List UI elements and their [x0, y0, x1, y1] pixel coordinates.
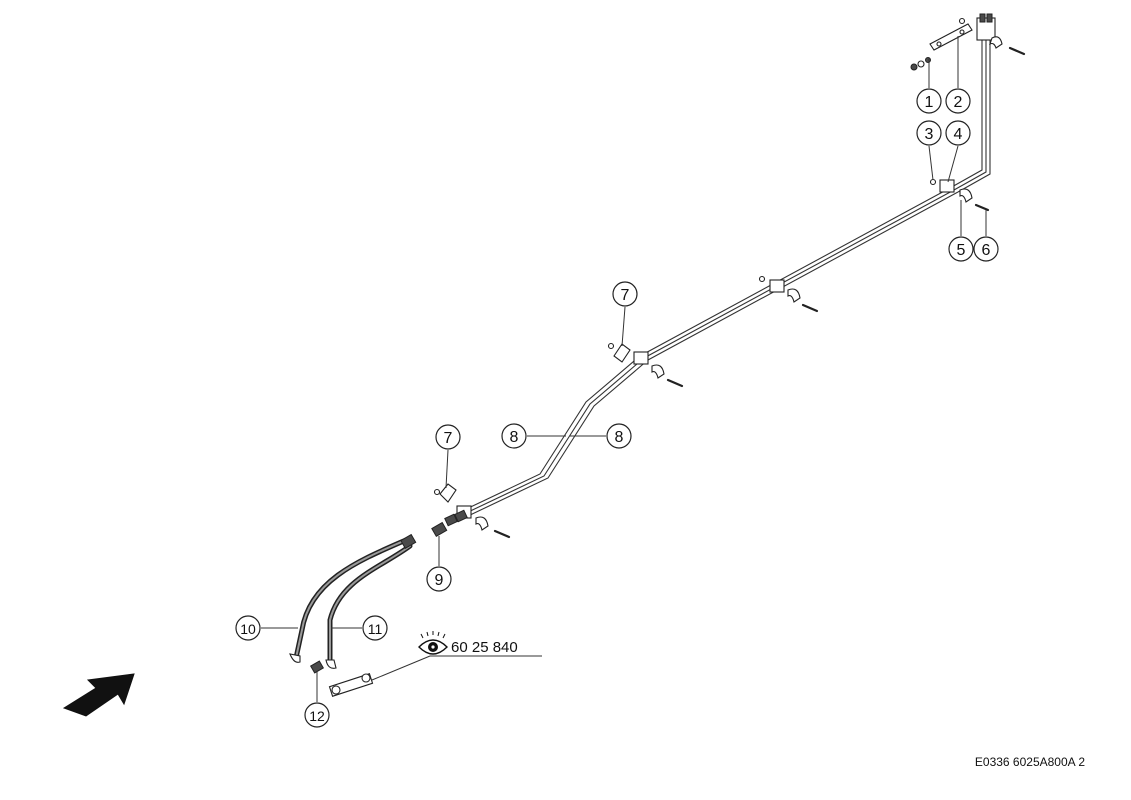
- fitting-9: [431, 521, 448, 538]
- leader-lines: [261, 36, 987, 702]
- callout-label: 7: [444, 430, 453, 447]
- callout-4: 4: [945, 120, 971, 146]
- see-also-reference: 60 25 840: [418, 631, 518, 656]
- fitting-12: [309, 660, 325, 674]
- pipe-assembly: [459, 28, 991, 517]
- callout-6: 6: [973, 236, 999, 262]
- callout-label: 11: [368, 621, 383, 637]
- callout-3: 3: [916, 120, 942, 146]
- hose-assembly: [289, 533, 417, 669]
- callout-2: 2: [945, 88, 971, 114]
- callout-label: 12: [309, 708, 325, 724]
- callout-label: 6: [982, 242, 991, 259]
- reference-number: 60 25 840: [451, 639, 518, 656]
- drawing-code: E0336 6025A800A 2: [975, 755, 1085, 769]
- arrow-up-right-icon: [62, 673, 135, 717]
- callout-label: 1: [925, 94, 934, 111]
- cylinder-reference: [328, 655, 431, 697]
- callout-label: 7: [621, 287, 630, 304]
- clamp-group-4: [929, 178, 990, 212]
- callout-8-left: 8: [501, 423, 527, 449]
- callout-10: 10: [235, 615, 261, 641]
- callout-8-right: 8: [606, 423, 632, 449]
- callout-12: 12: [304, 702, 330, 728]
- callout-7-upper: 7: [612, 281, 638, 307]
- callout-label: 4: [954, 126, 963, 143]
- callout-label: 2: [954, 94, 963, 111]
- callout-label: 5: [957, 242, 966, 259]
- callout-7-lower: 7: [435, 424, 461, 450]
- callout-11: 11: [362, 615, 388, 641]
- callout-9: 9: [426, 566, 452, 592]
- callout-label: 3: [925, 126, 934, 143]
- callout-1: 1: [916, 88, 942, 114]
- callout-5: 5: [948, 236, 974, 262]
- callout-label: 8: [510, 429, 519, 446]
- top-bracket: [910, 13, 1026, 71]
- clamp-group-mid-upper: [758, 275, 819, 313]
- eye-icon: [418, 631, 448, 655]
- callout-label: 8: [615, 429, 624, 446]
- callout-label: 9: [435, 572, 444, 589]
- clamp-group-lower: [433, 483, 511, 539]
- clamp-group-mid: [607, 342, 684, 388]
- callout-label: 10: [240, 621, 256, 637]
